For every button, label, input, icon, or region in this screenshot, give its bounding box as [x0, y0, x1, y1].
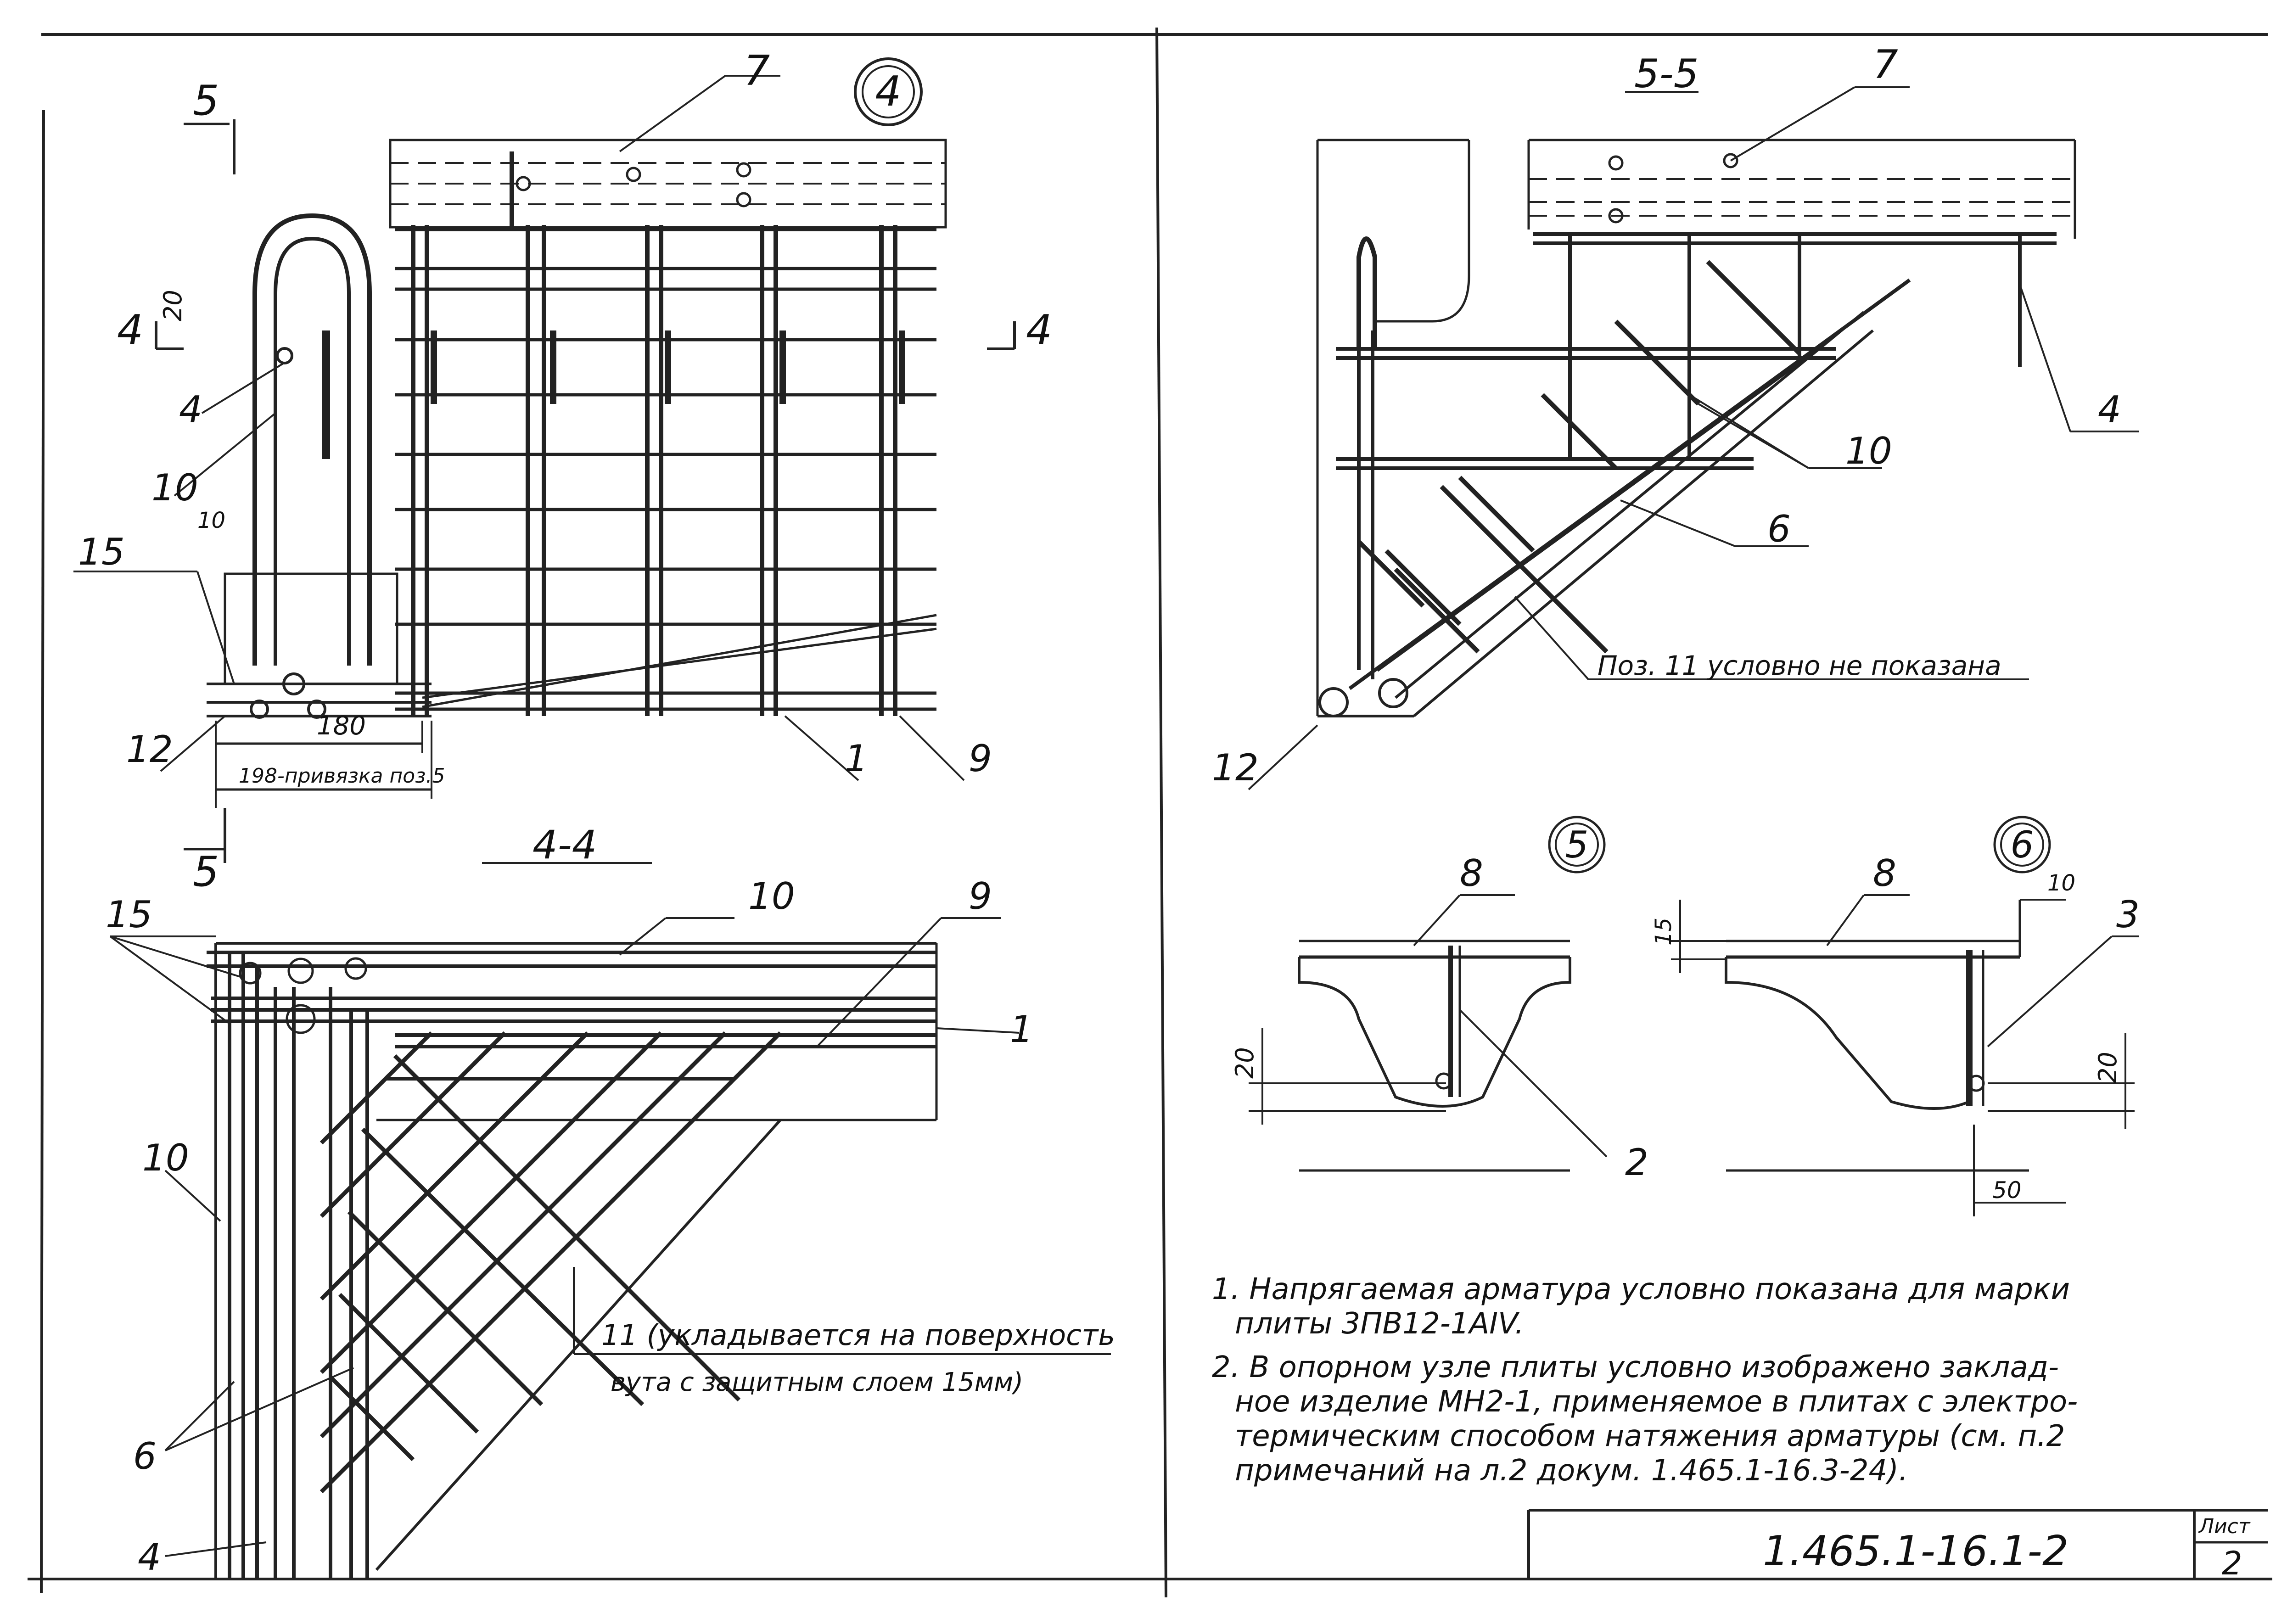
- pos-1-label: 1: [845, 737, 868, 780]
- document-code: 1.465.1-16.1-2: [1763, 1527, 2068, 1575]
- dim-20-b: 20: [1230, 1047, 1259, 1079]
- pos-15-label-b: 15: [106, 893, 152, 936]
- note-line-1: 1. Напрягаемая арматура условно показана…: [1212, 1272, 2070, 1306]
- view-4-labels: 5 4 4 5 7 4 10 15 12 1 9 20 10 180 198-п…: [78, 47, 1052, 896]
- pos-10-label-d: 10: [1845, 430, 1892, 472]
- pos-8-label-b: 8: [1873, 852, 1896, 895]
- title-block: [1527, 1509, 2268, 1579]
- pos-11-hidden-note: Поз. 11 условно не показана: [1598, 650, 2001, 681]
- section-mark-4-right: 4: [1026, 306, 1052, 354]
- pos-12-label: 12: [126, 728, 173, 771]
- pos-8-label: 8: [1460, 852, 1483, 895]
- note-line-2: плиты 3ПВ12-1АIV.: [1235, 1307, 1524, 1341]
- note-line-3: 2. В опорном узле плиты условно изображе…: [1212, 1350, 2059, 1384]
- pos-11-note-line2: вута с защитным слоем 15мм): [611, 1367, 1023, 1397]
- pos-7-label-b: 7: [1873, 42, 1898, 88]
- dim-20: 20: [158, 290, 187, 321]
- marker-6-label: 6: [2011, 823, 2034, 866]
- pos-15-label: 15: [78, 531, 125, 573]
- section-5-5: [1248, 86, 2139, 790]
- section-4-4: [109, 862, 1111, 1579]
- dim-15: 15: [1651, 918, 1676, 946]
- pos-12-label-b: 12: [1212, 746, 1259, 789]
- pos-4-label-b: 4: [138, 1536, 161, 1579]
- dim-50: 50: [1992, 1177, 2022, 1204]
- pos-3-label: 3: [2116, 893, 2140, 936]
- notes-block: 1. Напрягаемая арматура условно показана…: [1212, 1272, 2078, 1488]
- section-5-5-labels: 5-5 7 4 10 6 Поз. 11 условно не показана…: [1212, 42, 2121, 789]
- view-node-4: [73, 75, 1016, 863]
- title-block-text: 1.465.1-16.1-2 Лист 2: [1763, 1515, 2251, 1582]
- pos-1-label-b: 1: [1010, 1008, 1033, 1051]
- pos-9-label-b: 9: [969, 875, 992, 918]
- sheet-label: Лист: [2198, 1515, 2251, 1538]
- view-node-5: [1249, 816, 1608, 1172]
- marker-4-label: 4: [875, 67, 901, 116]
- pos-10-label-b: 10: [748, 875, 795, 918]
- dim-180: 180: [317, 711, 366, 741]
- pos-4-label: 4: [179, 388, 202, 431]
- pos-6-label: 6: [133, 1435, 157, 1478]
- pos-6-label-b: 6: [1767, 508, 1791, 550]
- sheet-number: 2: [2222, 1545, 2242, 1582]
- pos-11-note-line1: 11 (укладывается на поверхность: [601, 1318, 1115, 1352]
- pos-10-label-c: 10: [142, 1137, 189, 1179]
- dim-10-b: 10: [2047, 870, 2075, 896]
- node-6-labels: 6 8 3 10 15 20 50: [1651, 823, 2140, 1204]
- dim-198: 198-привязка поз.5: [239, 764, 445, 788]
- section-5-5-title: 5-5: [1634, 51, 1698, 97]
- pos-2-label: 2: [1625, 1141, 1648, 1184]
- note-line-6: примечаний на л.2 докум. 1.465.1-16.3-24…: [1235, 1454, 1908, 1488]
- node-5-labels: 5 8 2 20: [1230, 823, 1648, 1184]
- section-mark-5-bottom: 5: [193, 848, 219, 896]
- pos-10-label: 10: [151, 466, 198, 509]
- note-line-5: термическим способом натяжения арматуры …: [1235, 1419, 2065, 1453]
- pos-9-label: 9: [969, 737, 992, 780]
- dim-10: 10: [197, 508, 225, 533]
- section-4-4-title: 4-4: [533, 822, 597, 868]
- view-node-6: [1671, 816, 2139, 1216]
- pos-4-label-c: 4: [2098, 388, 2121, 431]
- marker-node-4: 4: [854, 57, 923, 126]
- pos-7-label: 7: [744, 47, 770, 95]
- dim-20-c: 20: [2093, 1052, 2122, 1083]
- section-mark-4-left: 4: [117, 306, 143, 354]
- section-mark-5-top: 5: [193, 77, 219, 125]
- marker-5-label: 5: [1565, 823, 1589, 866]
- sheet-frame: [28, 27, 2272, 1598]
- section-4-4-labels: 4-4 15 10 9 1 10 6 4 11 (укладывается на…: [106, 822, 1115, 1579]
- note-line-4: ное изделие МН2-1, применяемое в плитах …: [1235, 1385, 2078, 1419]
